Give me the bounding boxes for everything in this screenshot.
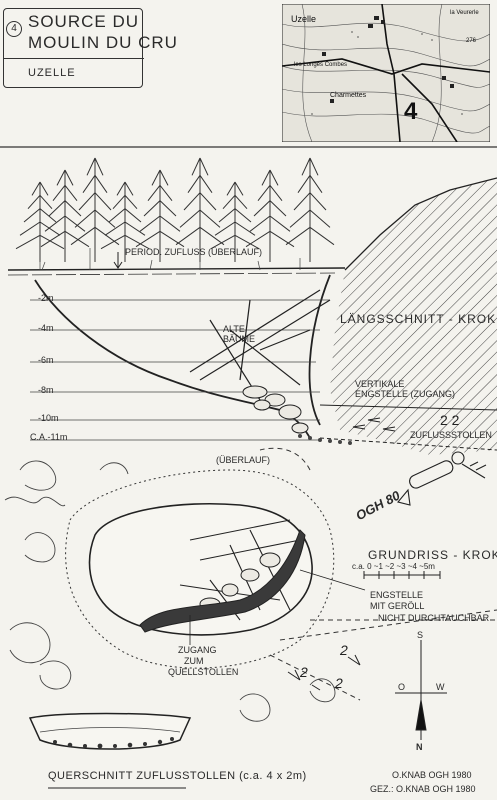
- depth-label-4m: -4m: [38, 323, 54, 333]
- svg-text:2: 2: [299, 664, 308, 680]
- conifer-tree: [100, 181, 150, 262]
- narrow-pointer: [299, 569, 366, 591]
- conifer-tree: [70, 157, 120, 262]
- tunnel-gravel: [298, 434, 352, 445]
- narrow-gravel-label-1: ENGSTELLE: [370, 590, 424, 600]
- access-label-1: ZUGANG: [178, 645, 217, 655]
- title-line-1: SOURCE DU: [28, 12, 140, 31]
- compass-east: O: [398, 682, 406, 692]
- longitudinal-section-title: LÄNGSSCHNITT - KROKI: [340, 312, 497, 326]
- compass-west: W: [436, 682, 445, 692]
- credit-line-1: O.KNAB OGH 1980: [392, 770, 472, 780]
- depth-label-6m: -6m: [38, 355, 54, 365]
- plan-dashed-lines: [259, 447, 497, 701]
- conifer-tree: [175, 157, 225, 262]
- boulders: [242, 385, 309, 434]
- access-label-2: ZUM: [184, 656, 204, 666]
- map-label-charmettes: Charmettes: [330, 92, 367, 99]
- vertical-narrow-label-1: VERTIKALE: [355, 379, 405, 389]
- topographic-map: 4 Uzelle les Longes Combes Charmettes 27…: [282, 4, 490, 142]
- ground-surface: [7, 267, 346, 271]
- compass-north: N: [416, 742, 423, 752]
- conifer-tree: [40, 169, 90, 262]
- narrow-gravel-zone: [139, 529, 306, 633]
- plan-title: GRUNDRISS - KROKI: [368, 548, 497, 562]
- basin-gravel-rim: [65, 469, 335, 669]
- inflow-arrow: [113, 252, 123, 269]
- inflow-tunnel-label: ZUFLUSSSTOLLEN: [410, 430, 492, 440]
- depth-label-2m: -2m: [38, 293, 54, 303]
- conifer-tree: [15, 181, 65, 262]
- depth-label-11m: C.A.-11m: [30, 432, 68, 442]
- location-subtitle: UZELLE: [28, 67, 76, 79]
- svg-text:2: 2: [339, 642, 348, 658]
- depth-lines: [30, 299, 330, 441]
- cross-section-gravel: [53, 737, 174, 749]
- forest-trees: [15, 157, 335, 262]
- narrow-gravel-label-3: NICHT DURCHTAUCHBAR: [378, 613, 490, 623]
- cross-section-title: QUERSCHNITT ZUFLUSSTOLLEN (c.a. 4 x 2m): [48, 770, 307, 782]
- site-number-badge: 4: [6, 21, 22, 37]
- inflow-label: PERIOD. ZUFLUSS (ÜBERLAUF): [125, 247, 263, 257]
- title-box: [3, 8, 143, 88]
- svg-text:2: 2: [334, 675, 343, 691]
- map-elevation: 276: [466, 38, 477, 44]
- depth-label-10m: -10m: [38, 413, 59, 423]
- cross-section-water: [39, 727, 181, 733]
- conifer-tree: [135, 169, 185, 262]
- hillside-rock: [330, 178, 497, 800]
- svg-text:2 2: 2 2: [440, 412, 460, 428]
- scale-bar: [363, 571, 441, 579]
- scale-label: c.a. 0 ~1 ~2 ~3 ~4 ~5m: [352, 562, 435, 571]
- cave-profile-left: [34, 279, 311, 439]
- diver-icon: [397, 451, 487, 506]
- credit-line-2: GEZ.: O.KNAB OGH 1980: [370, 784, 476, 794]
- plan-bushes: [4, 460, 336, 722]
- title-line-2: MOULIN DU CRU: [28, 33, 178, 52]
- flow-arrows: [287, 654, 361, 691]
- compass: [395, 640, 447, 740]
- map-label-veurerle: la Veurerle: [450, 10, 479, 16]
- water-surface: [7, 272, 336, 276]
- conifer-tree: [285, 157, 335, 262]
- title-divider: [3, 58, 144, 59]
- old-trees-label-1: ALTE: [223, 324, 245, 334]
- conifer-tree: [210, 181, 260, 262]
- map-site-marker: 4: [404, 98, 418, 125]
- compass-south: S: [417, 630, 424, 640]
- map-label-uzelle: Uzelle: [291, 14, 316, 24]
- vertical-narrow-label-2: ENGSTELLE (ZUGANG): [355, 389, 456, 399]
- map-label-longes: les Longes Combes: [294, 62, 347, 68]
- access-label-3: QUELLSTOLLEN: [168, 667, 239, 677]
- depth-label-8m: -8m: [38, 385, 54, 395]
- grass-tufts: [39, 248, 301, 271]
- ground-surface-right: [344, 177, 497, 271]
- narrow-gravel-label-2: MIT GERÖLL: [370, 601, 425, 611]
- overflow-label: (ÜBERLAUF): [216, 455, 271, 465]
- inflow-tunnel: [319, 404, 497, 451]
- cave-profile-right: [308, 274, 331, 426]
- old-trees-label-2: BÄUME: [223, 334, 256, 344]
- conifer-tree: [245, 169, 295, 262]
